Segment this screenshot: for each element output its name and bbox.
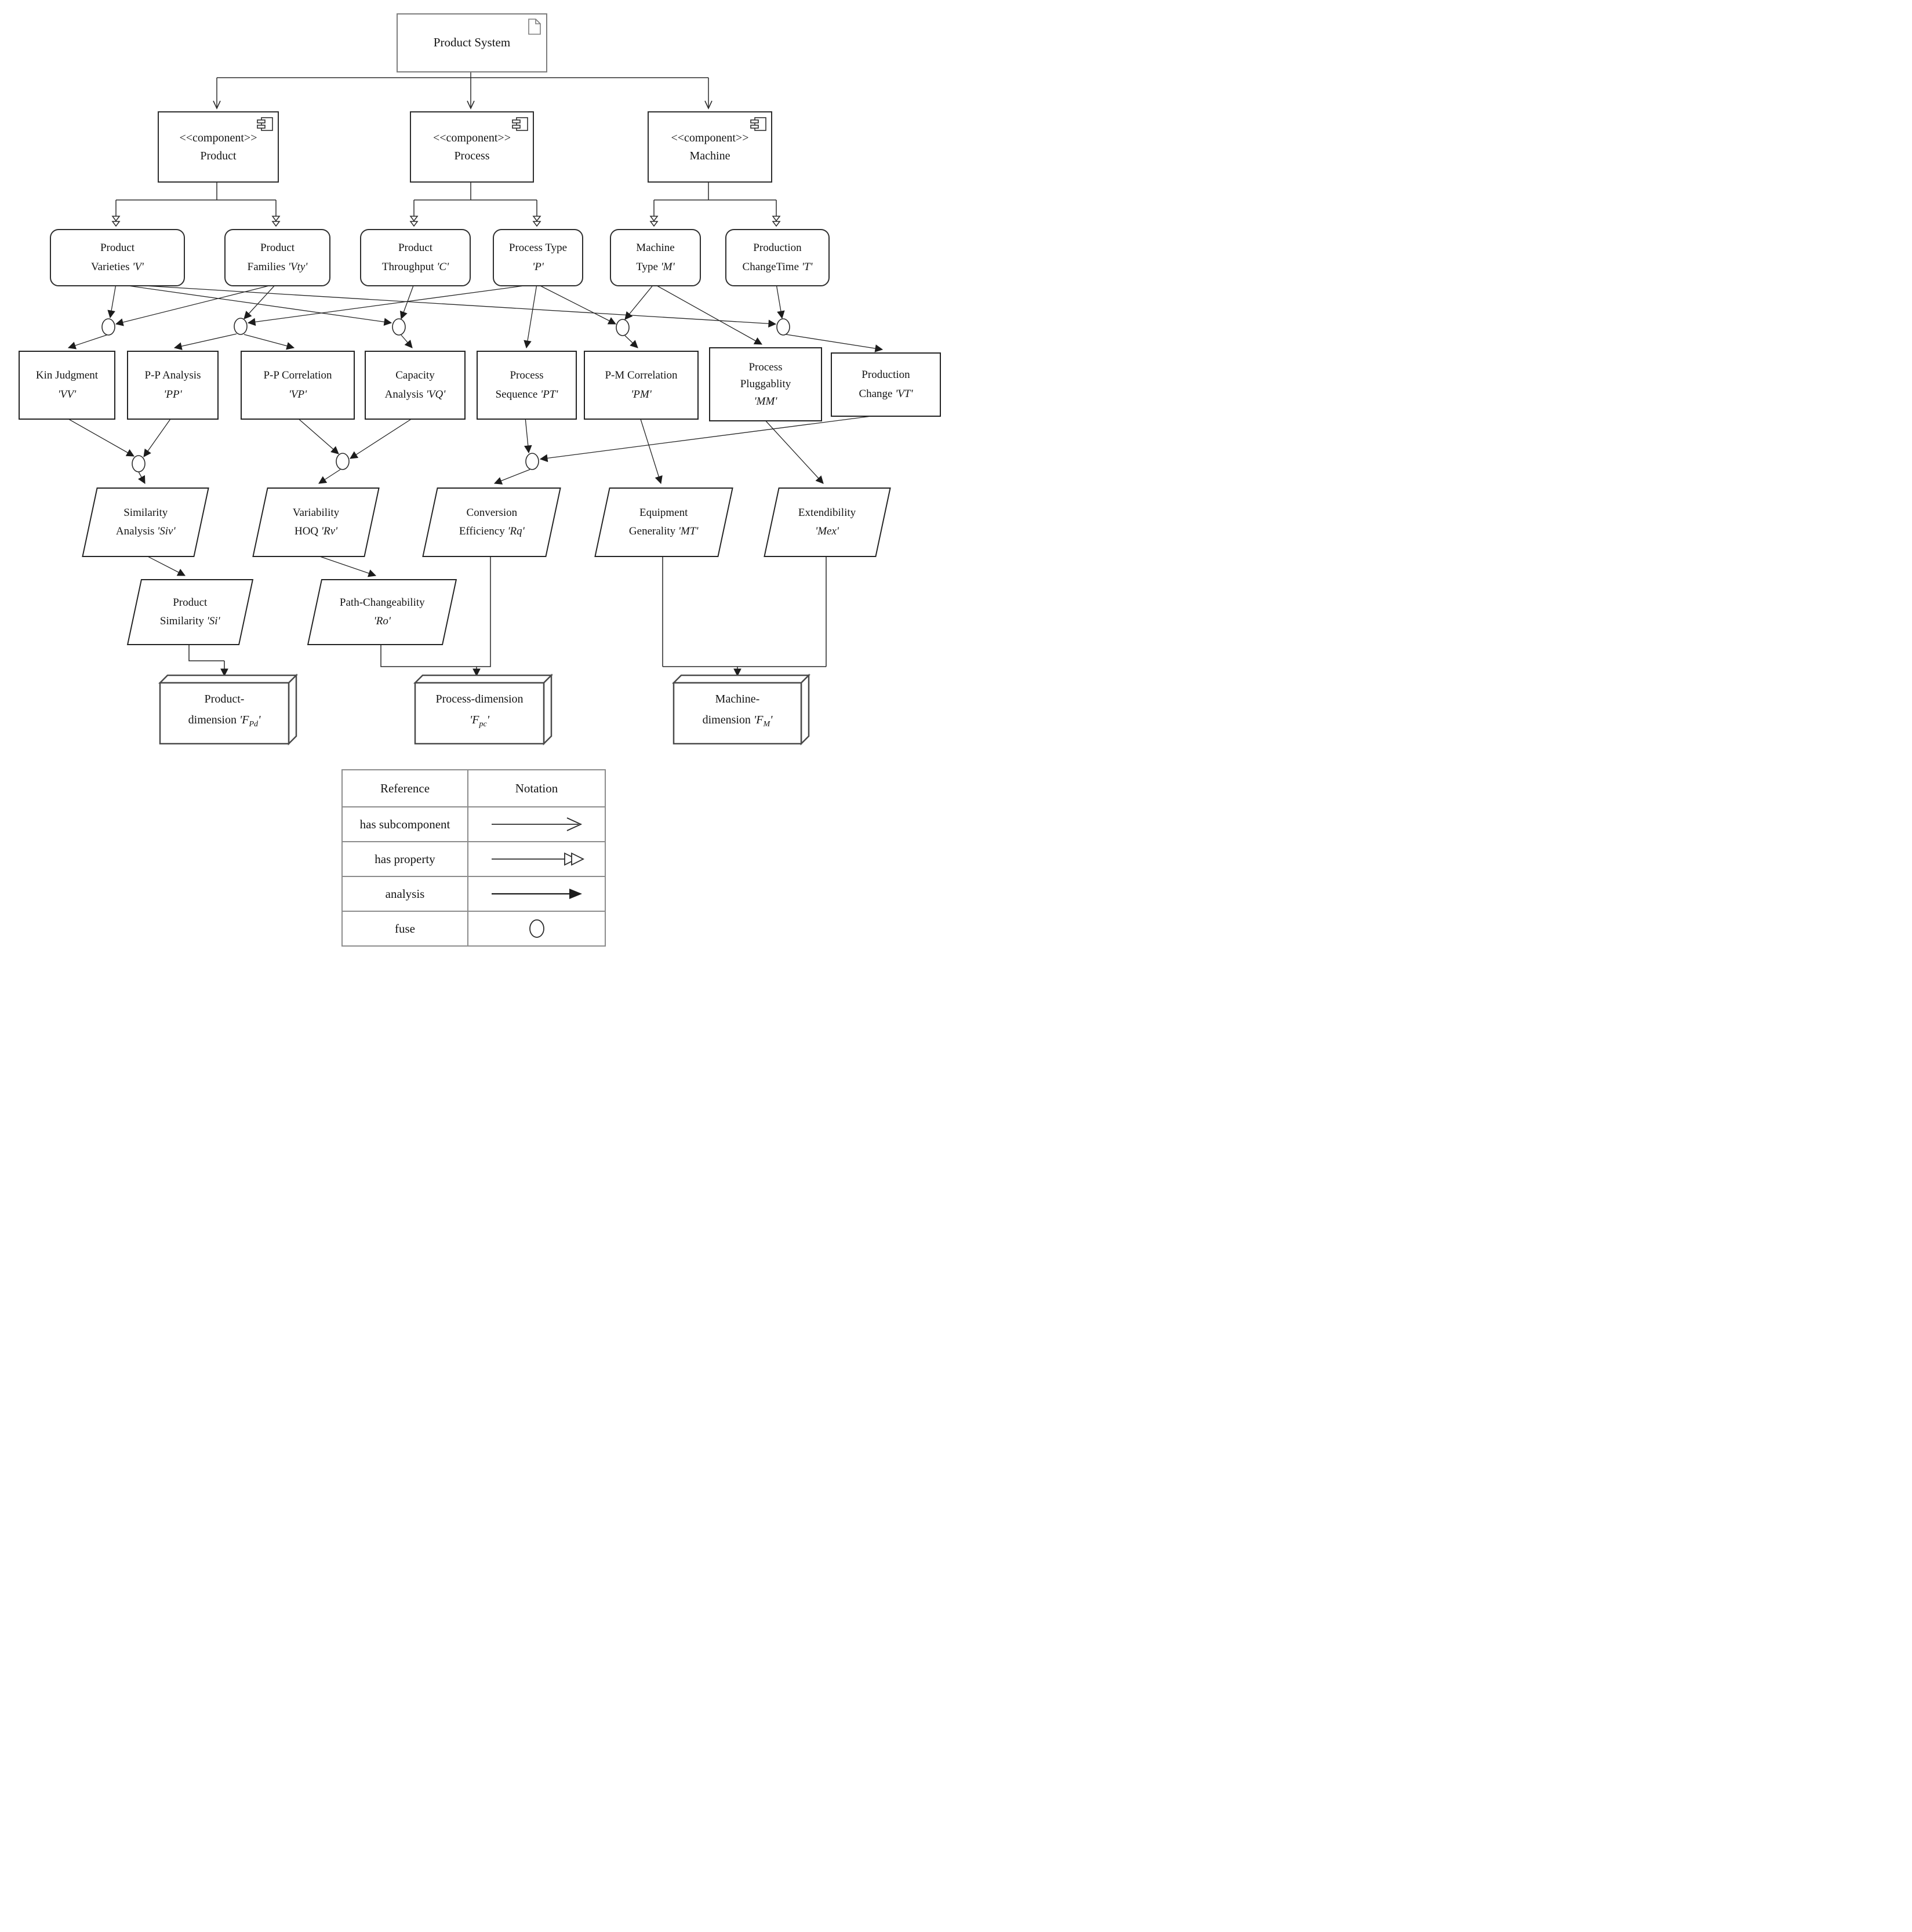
node-dimension-product: Product- dimension 'FPd' (188, 693, 261, 729)
node-property-process-type: Process Type 'P' (493, 229, 583, 286)
node-metric-product-similarity: Product Similarity 'Si' (126, 579, 254, 645)
legend-notation-cell (467, 876, 605, 911)
legend-label-fuse: fuse (343, 911, 467, 945)
node-property-product-throughput: Product Throughput 'C' (360, 229, 471, 286)
legend-label-has-subcomponent: has subcomponent (343, 806, 467, 841)
double-open-arrow-icon (491, 852, 584, 866)
uml-component-icon (256, 117, 274, 137)
node-metric-similarity-analysis: Similarity Analysis 'Siv' (82, 487, 209, 557)
node-analysis-pp-correlation: P-P Correlation 'VP' (241, 351, 355, 420)
legend-label-has-property: has property (343, 841, 467, 876)
diagram-canvas: Product System <<component>> Product <<c… (0, 0, 956, 966)
node-metric-conversion-efficiency: Conversion Efficiency 'Rq' (422, 487, 561, 557)
node-analysis-process-pluggablity: Process Pluggablity 'MM' (709, 347, 822, 421)
node-property-machine-type: Machine Type 'M' (610, 229, 701, 286)
node-analysis-production-change: Production Change 'VT' (831, 352, 941, 417)
open-arrow-icon (491, 817, 582, 831)
node-analysis-kin-judgment: Kin Judgment 'VV' (19, 351, 115, 420)
node-property-production-changetime: Production ChangeTime 'T' (725, 229, 830, 286)
node-property-product-varieties: Product Varieties 'V' (50, 229, 185, 286)
node-label: Product System (433, 35, 511, 50)
uml-component-icon (511, 117, 529, 137)
node-label: <<component>> Machine (671, 131, 749, 162)
legend-table: Reference Notation has subcomponent has … (341, 769, 606, 947)
node-product-system: Product System (397, 13, 547, 72)
filled-arrow-icon (491, 889, 582, 899)
node-analysis-pm-correlation: P-M Correlation 'PM' (584, 351, 699, 420)
node-analysis-process-sequence: Process Sequence 'PT' (477, 351, 577, 420)
legend-header-reference: Reference (380, 781, 430, 795)
node-metric-path-changeability: Path-Changeability 'Ro' (307, 579, 457, 645)
node-component-machine: <<component>> Machine (648, 111, 772, 183)
node-metric-extendibility: Extendibility 'Mex' (764, 487, 891, 557)
node-metric-variability-hoq: Variability HOQ 'Rv' (252, 487, 380, 557)
fuse-circle-icon (529, 919, 544, 938)
legend-label-analysis: analysis (343, 876, 467, 911)
node-dimension-process: Process-dimension 'Fpc' (435, 693, 524, 729)
legend-header-notation: Notation (467, 770, 605, 806)
node-component-product: <<component>> Product (158, 111, 279, 183)
legend-notation-cell (467, 911, 605, 945)
uml-component-icon (750, 117, 767, 137)
node-label: <<component>> Product (179, 131, 257, 162)
legend-notation-cell (467, 806, 605, 841)
node-analysis-pp-analysis: P-P Analysis 'PP' (127, 351, 219, 420)
node-component-process: <<component>> Process (410, 111, 534, 183)
node-property-product-families: Product Families 'Vty' (224, 229, 330, 286)
node-metric-equipment-generality: Equipment Generality 'MT' (594, 487, 733, 557)
node-label: <<component>> Process (433, 131, 511, 162)
document-icon (528, 19, 541, 42)
legend-notation-cell (467, 841, 605, 876)
node-dimension-machine: Machine- dimension 'FM' (702, 693, 773, 729)
node-analysis-capacity-analysis: Capacity Analysis 'VQ' (365, 351, 466, 420)
diagram-connectors (65, 70, 885, 746)
